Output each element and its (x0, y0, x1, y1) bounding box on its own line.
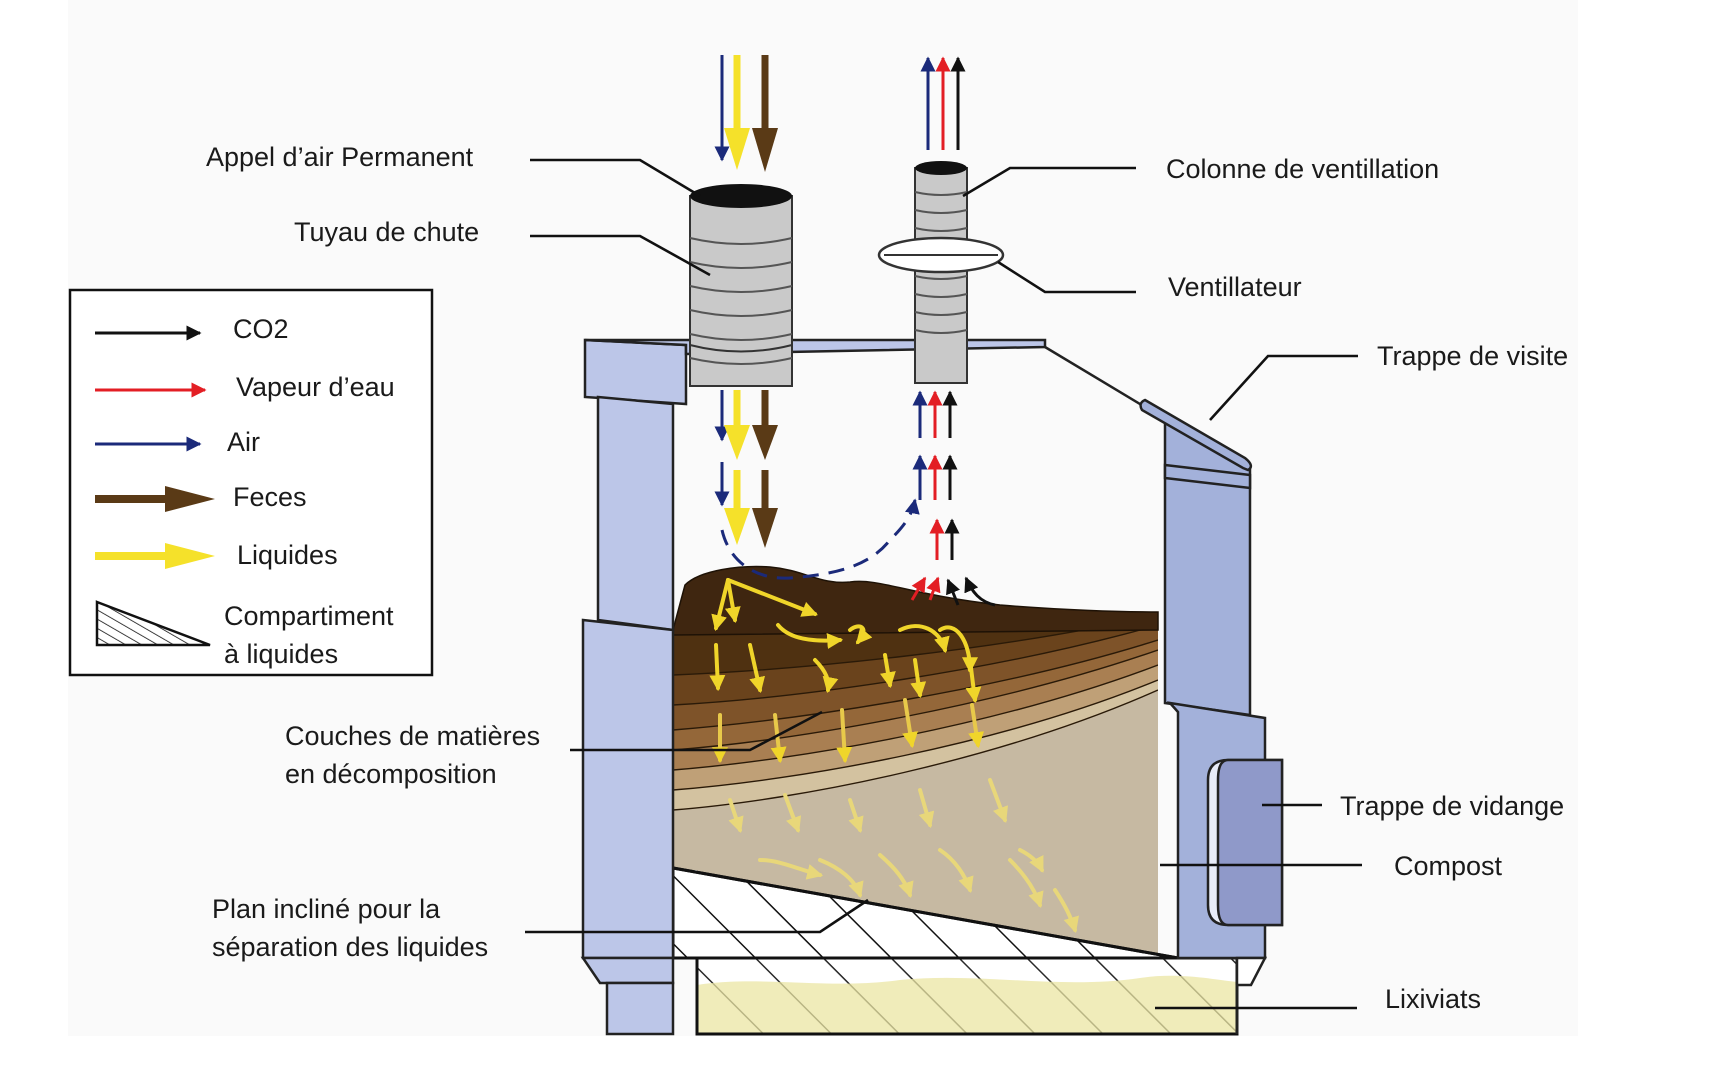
chamber-walls (580, 338, 1284, 1036)
labels: Appel d’air Permanent Tuyau de chute Col… (206, 142, 1568, 1014)
label-couches-line1: Couches de matières (285, 721, 540, 751)
label-colonne-ventillation: Colonne de ventillation (1166, 154, 1439, 184)
legend-co2: CO2 (233, 314, 289, 344)
label-lixiviats: Lixiviats (1385, 984, 1481, 1014)
label-couches-line2: en décomposition (285, 759, 497, 789)
legend-compartiment-icon (95, 600, 211, 647)
input-arrows (714, 55, 920, 580)
inspection-hatch (1139, 398, 1253, 472)
legend-liquides-arrow (95, 543, 215, 569)
legend: CO2 Vapeur d’eau Air Feces Liquides Comp… (68, 288, 434, 677)
ventilation-column (877, 161, 1005, 384)
legend-feces-arrow (95, 486, 215, 512)
label-plan-line2: séparation des liquides (212, 932, 488, 962)
liquid-flow-arrows (709, 578, 1079, 934)
legend-box (68, 288, 434, 677)
legend-feces: Feces (233, 482, 307, 512)
label-plan-line1: Plan incliné pour la (212, 894, 441, 924)
label-tuyau-chute: Tuyau de chute (294, 217, 479, 247)
fresh-feces-pile (672, 565, 1159, 636)
legend-liquides: Liquides (237, 540, 338, 570)
label-trappe-visite: Trappe de visite (1377, 341, 1568, 371)
leader-lines (525, 158, 1362, 1010)
label-compost: Compost (1394, 851, 1503, 881)
emptying-hatch (1206, 758, 1284, 927)
label-trappe-vidange: Trappe de vidange (1340, 791, 1564, 821)
legend-air: Air (227, 427, 260, 457)
legend-vapeur: Vapeur d’eau (236, 372, 395, 402)
legend-compartiment-line1: Compartiment (224, 601, 394, 631)
drop-pipe (689, 184, 793, 387)
label-appel-air: Appel d’air Permanent (206, 142, 474, 172)
liquid-compartment (695, 956, 1239, 1036)
legend-compartiment-line2: à liquides (224, 639, 338, 669)
label-ventillateur: Ventillateur (1168, 272, 1302, 302)
output-arrows (910, 56, 996, 607)
